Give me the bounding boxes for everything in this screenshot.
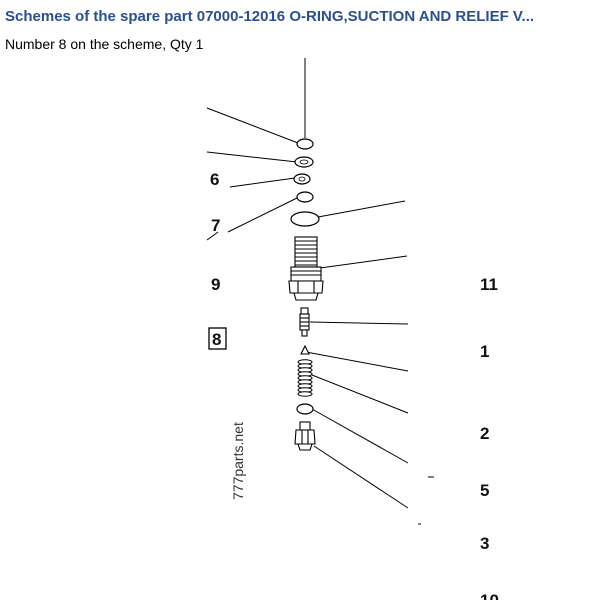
poppet-part bbox=[299, 307, 310, 337]
leader-line bbox=[206, 151, 298, 163]
part-label-2[interactable]: 2 bbox=[480, 424, 489, 443]
leader-line bbox=[206, 231, 219, 241]
part-label-11[interactable]: 11 bbox=[480, 275, 498, 294]
leader-line bbox=[311, 374, 409, 414]
leader-line bbox=[317, 200, 406, 218]
part-label-7[interactable]: 7 bbox=[211, 216, 220, 235]
leader-line bbox=[309, 321, 409, 325]
large-o-ring-part bbox=[290, 211, 320, 227]
part-label-3[interactable]: 3 bbox=[480, 534, 489, 553]
leader-line bbox=[206, 107, 299, 144]
part-label-1[interactable]: 1 bbox=[480, 342, 489, 361]
o-ring-part bbox=[296, 403, 314, 415]
part-label-9[interactable]: 9 bbox=[211, 275, 220, 294]
leader-line bbox=[305, 351, 409, 372]
spring-part bbox=[297, 359, 313, 397]
o-ring-part bbox=[296, 191, 314, 203]
part-position-info: Number 8 on the scheme, Qty 1 bbox=[5, 36, 204, 52]
washer-part-inner bbox=[298, 176, 306, 182]
watermark-text: 777parts.net bbox=[230, 422, 246, 500]
selected-part-highlight-box bbox=[208, 327, 227, 350]
part-label-5[interactable]: 5 bbox=[480, 481, 489, 500]
washer-part-inner bbox=[299, 159, 309, 165]
leader-line bbox=[229, 177, 296, 188]
leader-line bbox=[311, 408, 409, 464]
leader-line bbox=[319, 255, 408, 269]
part-label-8[interactable]: 8 bbox=[212, 330, 221, 349]
cone-part bbox=[300, 344, 310, 355]
part-label-10[interactable]: 10 bbox=[480, 591, 499, 600]
leader-line bbox=[227, 197, 298, 233]
part-label-6[interactable]: 6 bbox=[210, 170, 219, 189]
valve-body-part bbox=[288, 236, 324, 301]
adjusting-screw-part bbox=[294, 421, 316, 451]
leader-line bbox=[313, 445, 409, 509]
page-title: Schemes of the spare part 07000-12016 O-… bbox=[5, 8, 535, 25]
o-ring-part bbox=[296, 138, 314, 150]
